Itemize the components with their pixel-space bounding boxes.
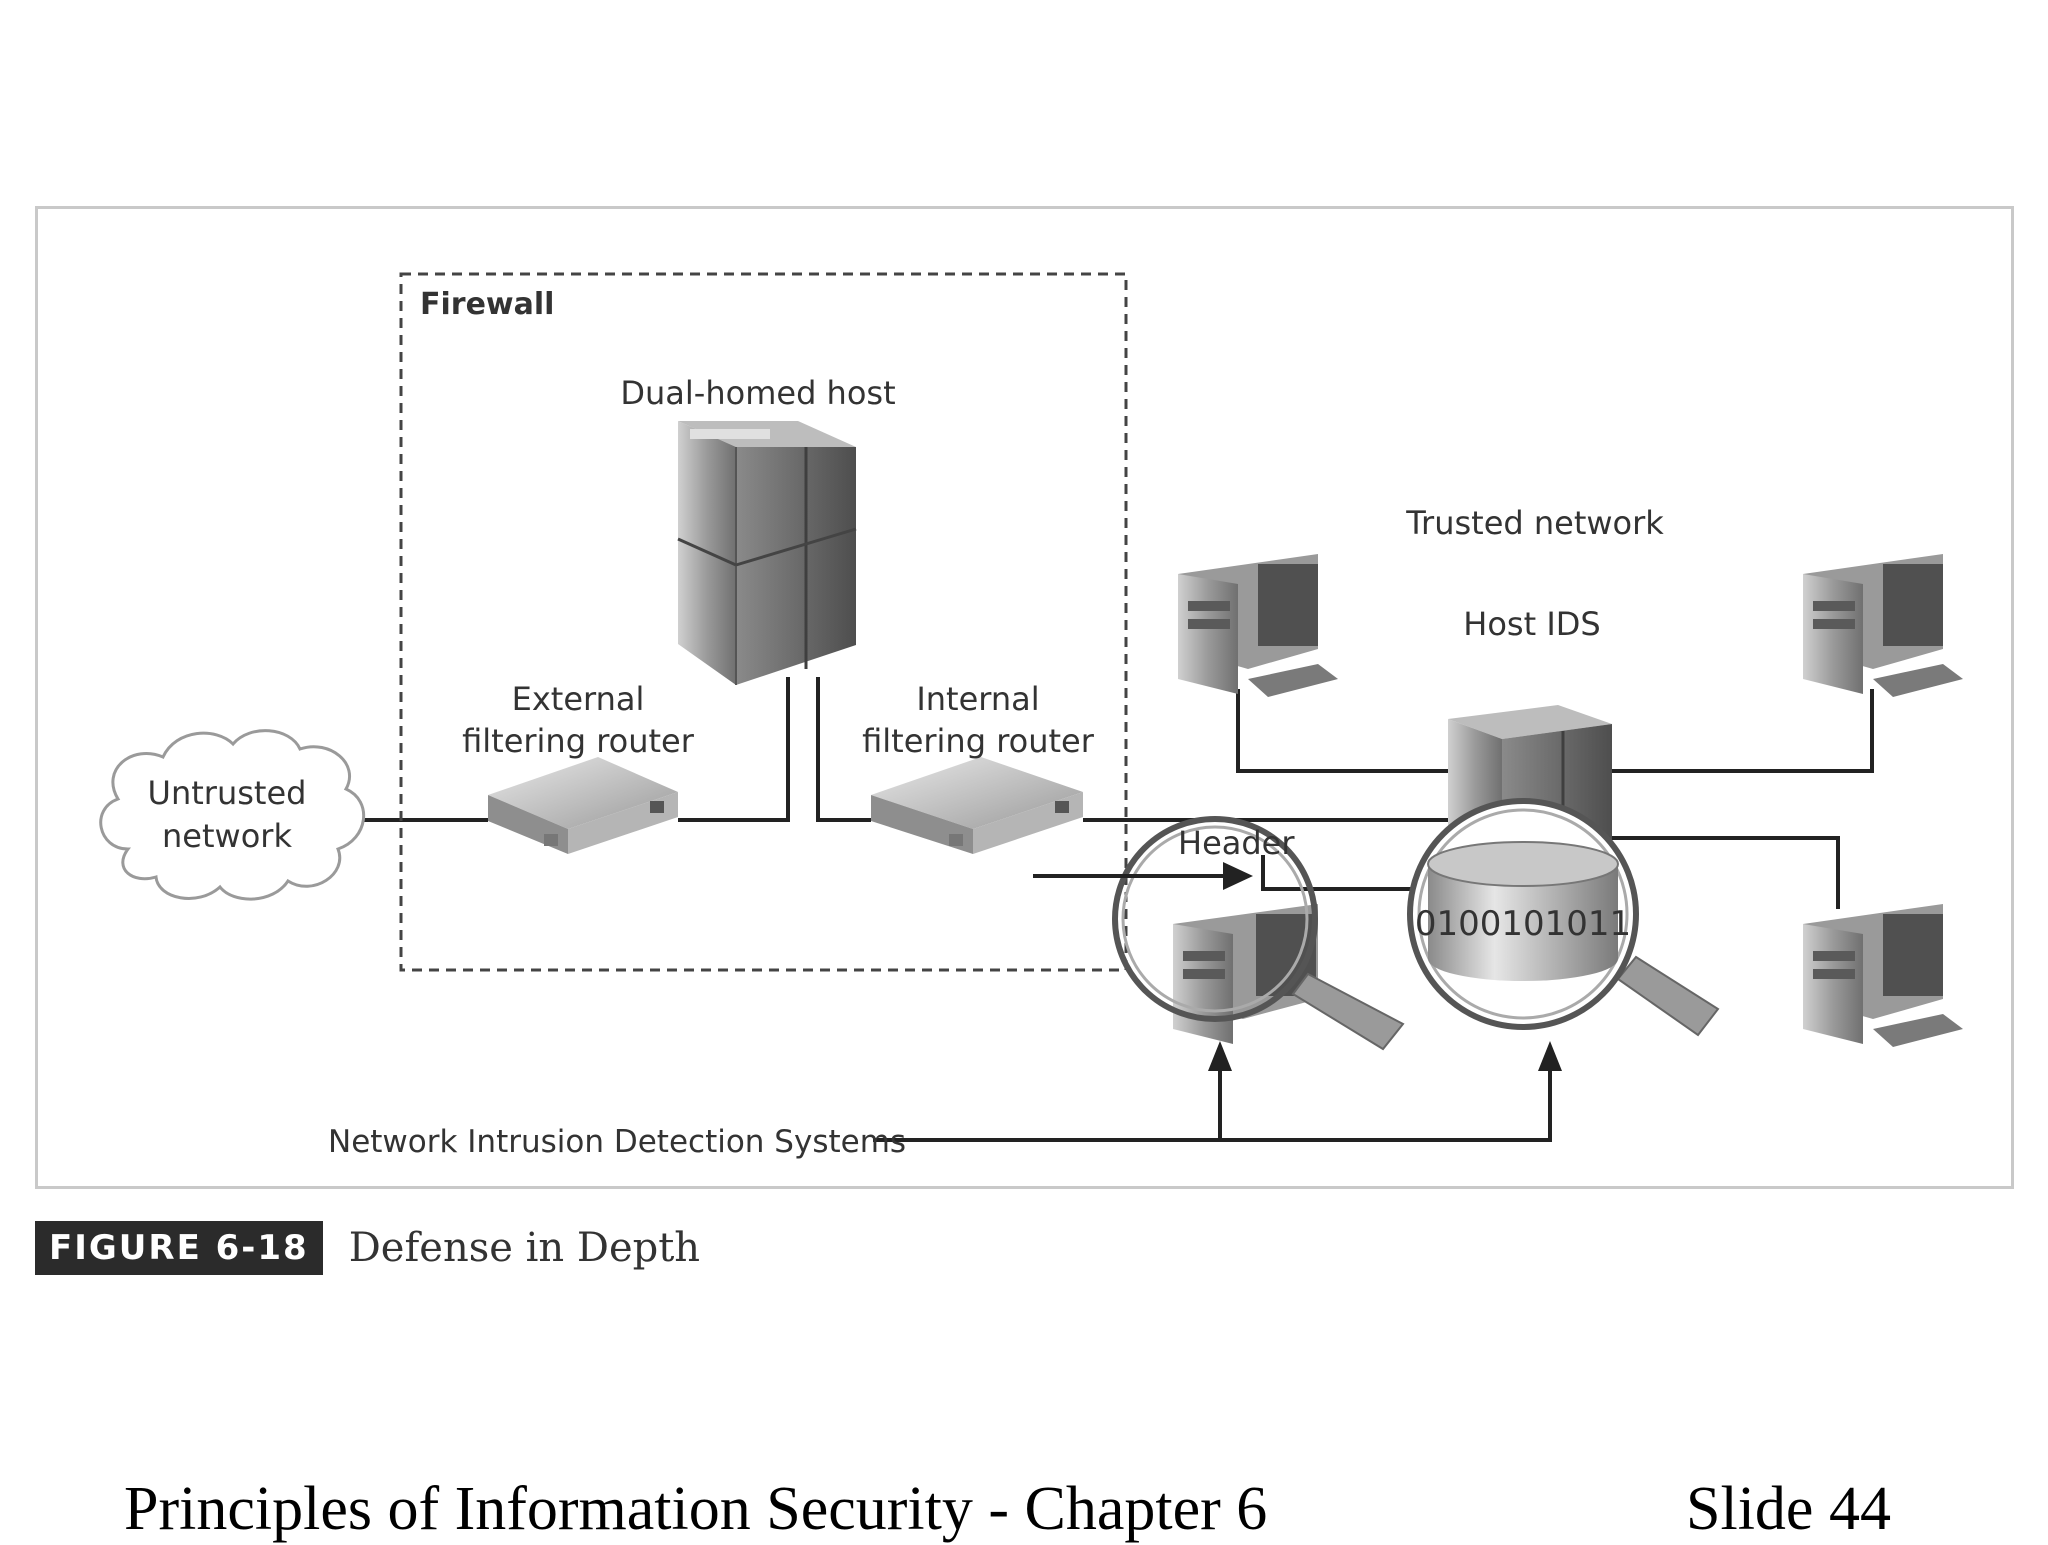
- nids-arrow-workstation: [1208, 1041, 1232, 1071]
- header-arrow: [1033, 862, 1253, 890]
- figure-caption: FIGURE 6-18 Defense in Depth: [35, 1221, 700, 1275]
- nids-label: Network Intrusion Detection Systems: [328, 1124, 906, 1160]
- external-router-label-line2: filtering router: [462, 722, 695, 760]
- firewall-boundary: [399, 272, 1128, 972]
- internal-router-label-line2: filtering router: [862, 722, 1095, 760]
- network-ids-magnifier-icon: [1112, 816, 1405, 1051]
- workstation-icon-top-left: [1178, 554, 1338, 697]
- internal-router-icon: [871, 757, 1083, 854]
- untrusted-network-label-line2: network: [162, 817, 292, 855]
- slide-footer-title: Principles of Information Security - Cha…: [124, 1475, 1268, 1543]
- binary-data-label: 0100101011: [1415, 904, 1631, 944]
- untrusted-network-label-line1: Untrusted: [148, 774, 307, 812]
- firewall-label: Firewall: [420, 287, 554, 322]
- defense-in-depth-diagram: Firewall Untrusted network Dual-homed ho…: [99, 272, 1963, 1160]
- workstation-icon-top-right: [1803, 554, 1963, 697]
- dual-homed-host-label: Dual-homed host: [620, 374, 895, 412]
- figure-frame: Firewall Untrusted network Dual-homed ho…: [35, 206, 2014, 1189]
- slide-number: Slide 44: [1686, 1475, 1891, 1543]
- host-ids-label: Host IDS: [1463, 605, 1600, 643]
- workstation-icon-bottom-right: [1803, 904, 1963, 1047]
- dual-homed-host-icon: [677, 421, 857, 685]
- header-label: Header: [1178, 824, 1295, 862]
- host-ids-magnifier-icon: [1407, 798, 1720, 1037]
- untrusted-network-cloud: [99, 729, 365, 901]
- internal-router-label-line1: Internal: [916, 680, 1039, 718]
- trusted-network-label: Trusted network: [1405, 504, 1664, 542]
- external-router-label-line1: External: [512, 680, 645, 718]
- external-router-icon: [488, 757, 678, 854]
- figure-title: Defense in Depth: [348, 1225, 701, 1271]
- figure-number-badge: FIGURE 6-18: [35, 1221, 323, 1275]
- nids-pointer-lines: [873, 1067, 1552, 1142]
- nids-arrow-server: [1538, 1041, 1562, 1071]
